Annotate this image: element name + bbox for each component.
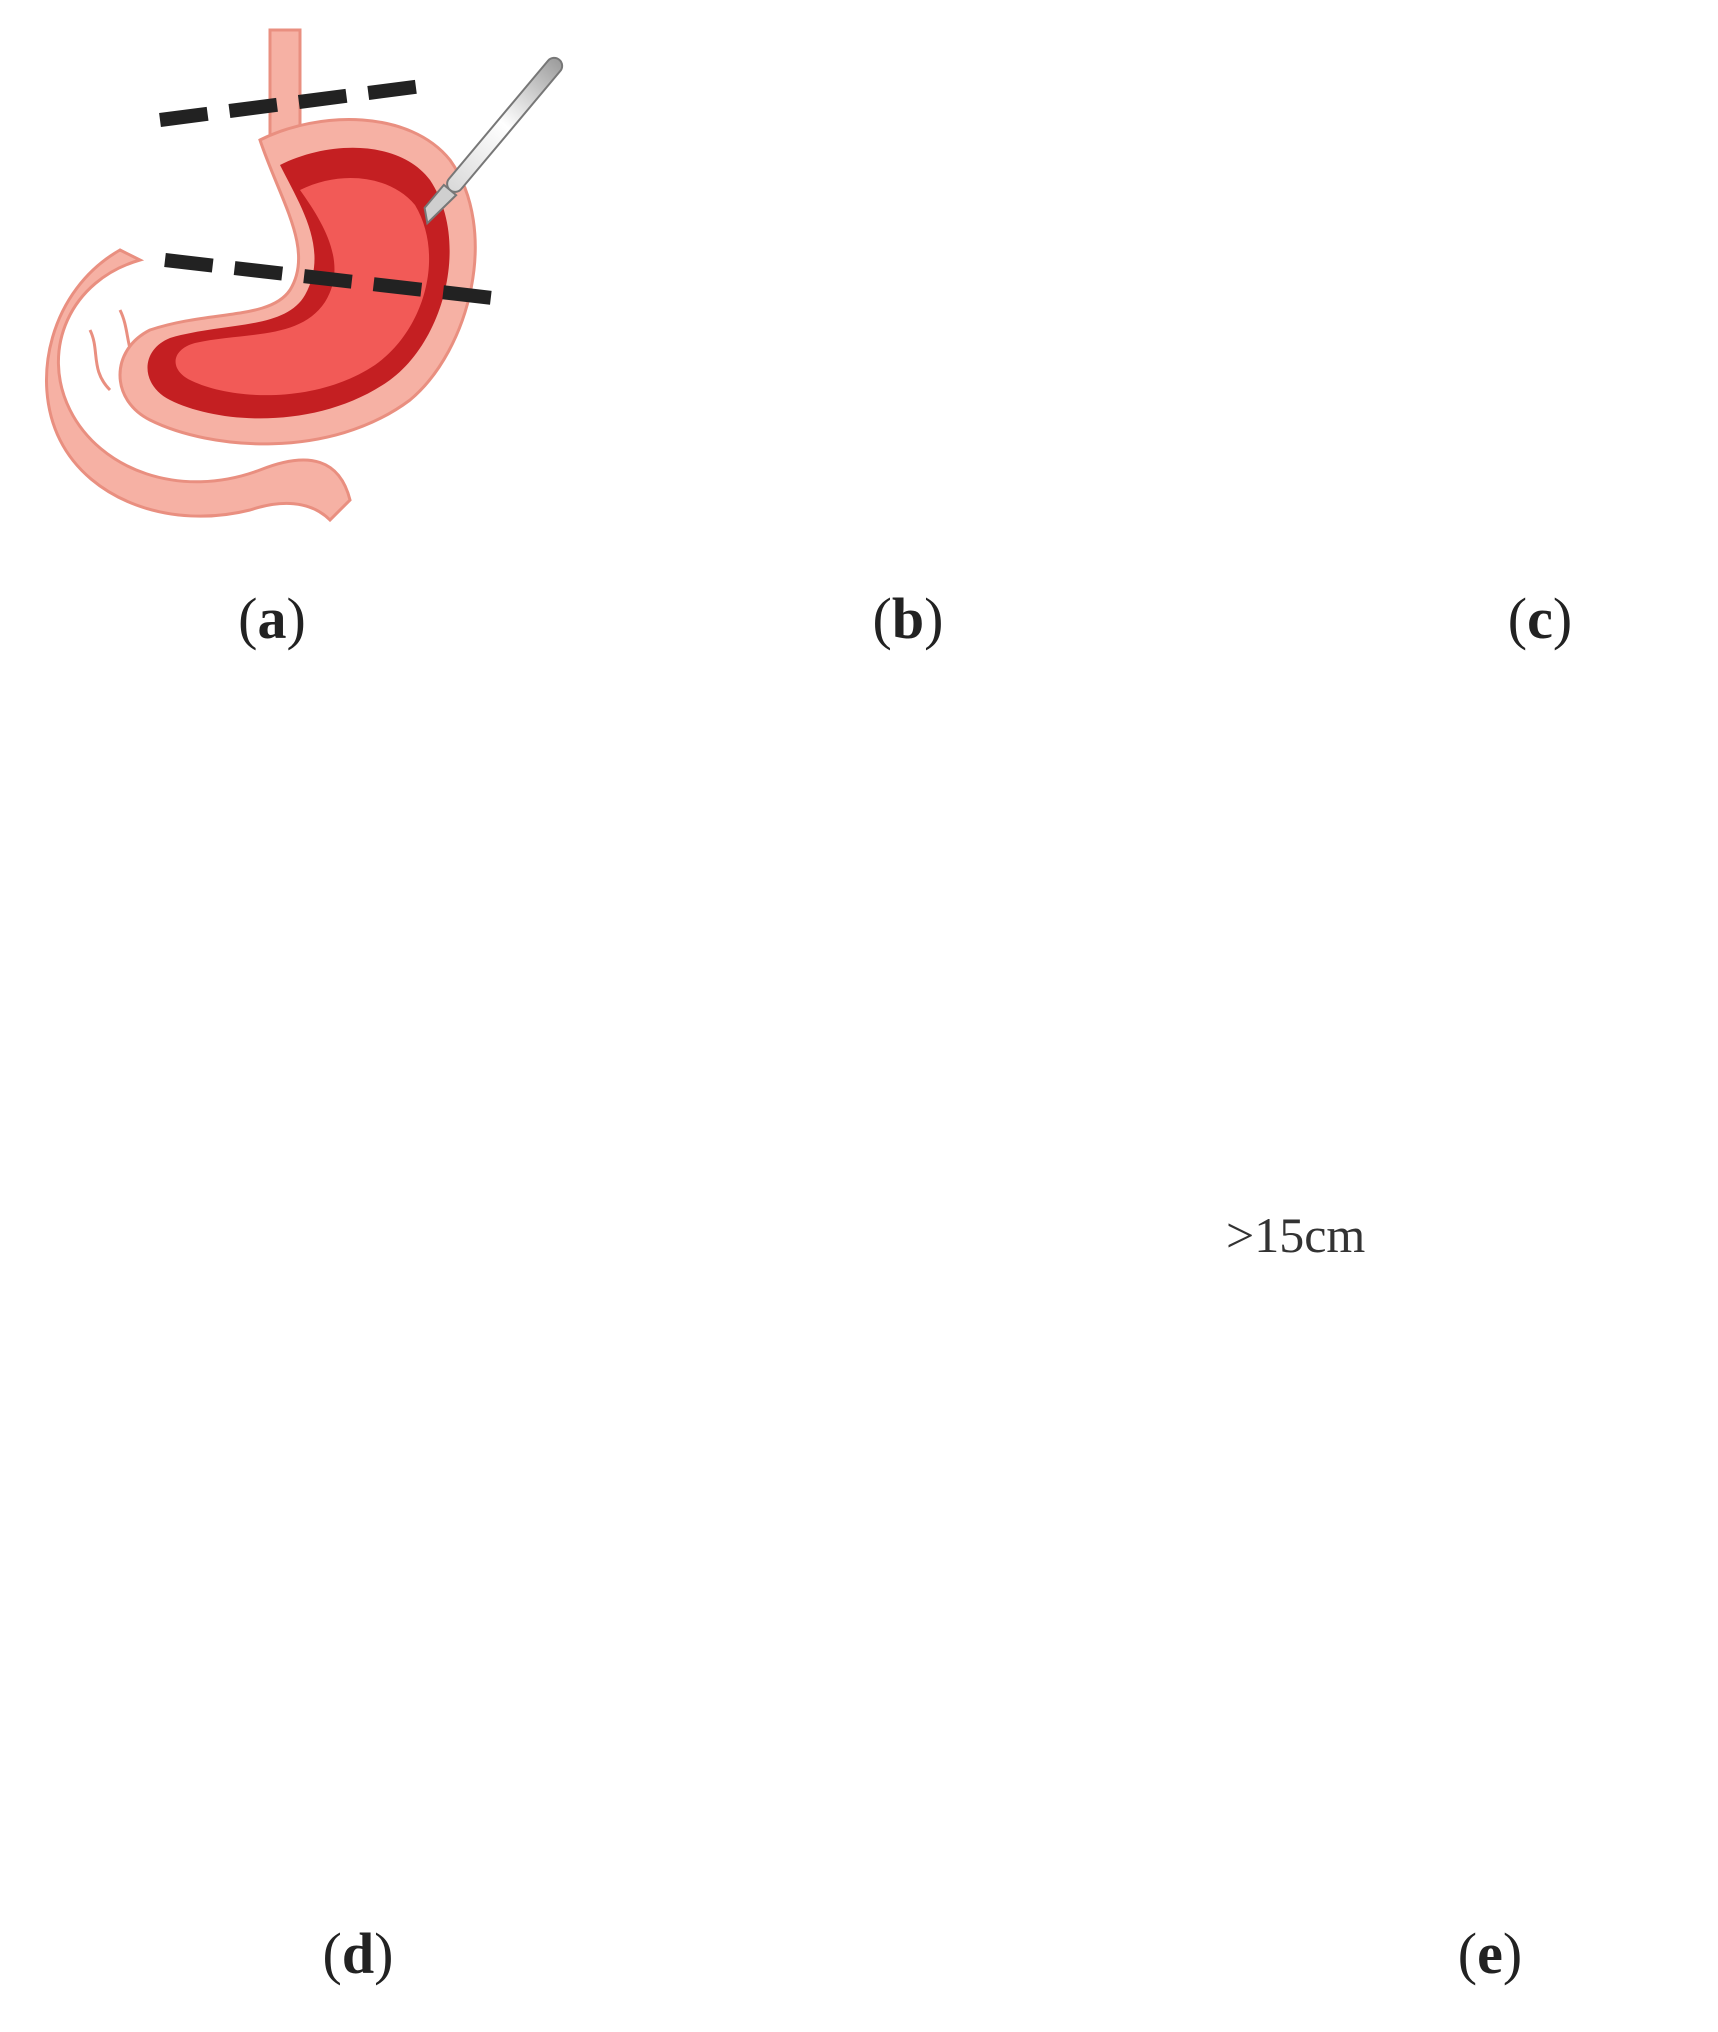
panel-label-a: (a) bbox=[238, 586, 306, 651]
panel-label-b: (b) bbox=[872, 586, 944, 651]
scalpel-icon bbox=[423, 56, 564, 226]
cut-line bbox=[164, 253, 511, 307]
length-annotation: >15cm bbox=[1226, 1207, 1366, 1263]
panel-label-e: (e) bbox=[1457, 1921, 1523, 1986]
cut-line bbox=[159, 78, 431, 127]
panel-a bbox=[45, 28, 564, 522]
panel-label-d: (d) bbox=[322, 1921, 394, 1986]
panel-label-c: (c) bbox=[1507, 586, 1573, 651]
